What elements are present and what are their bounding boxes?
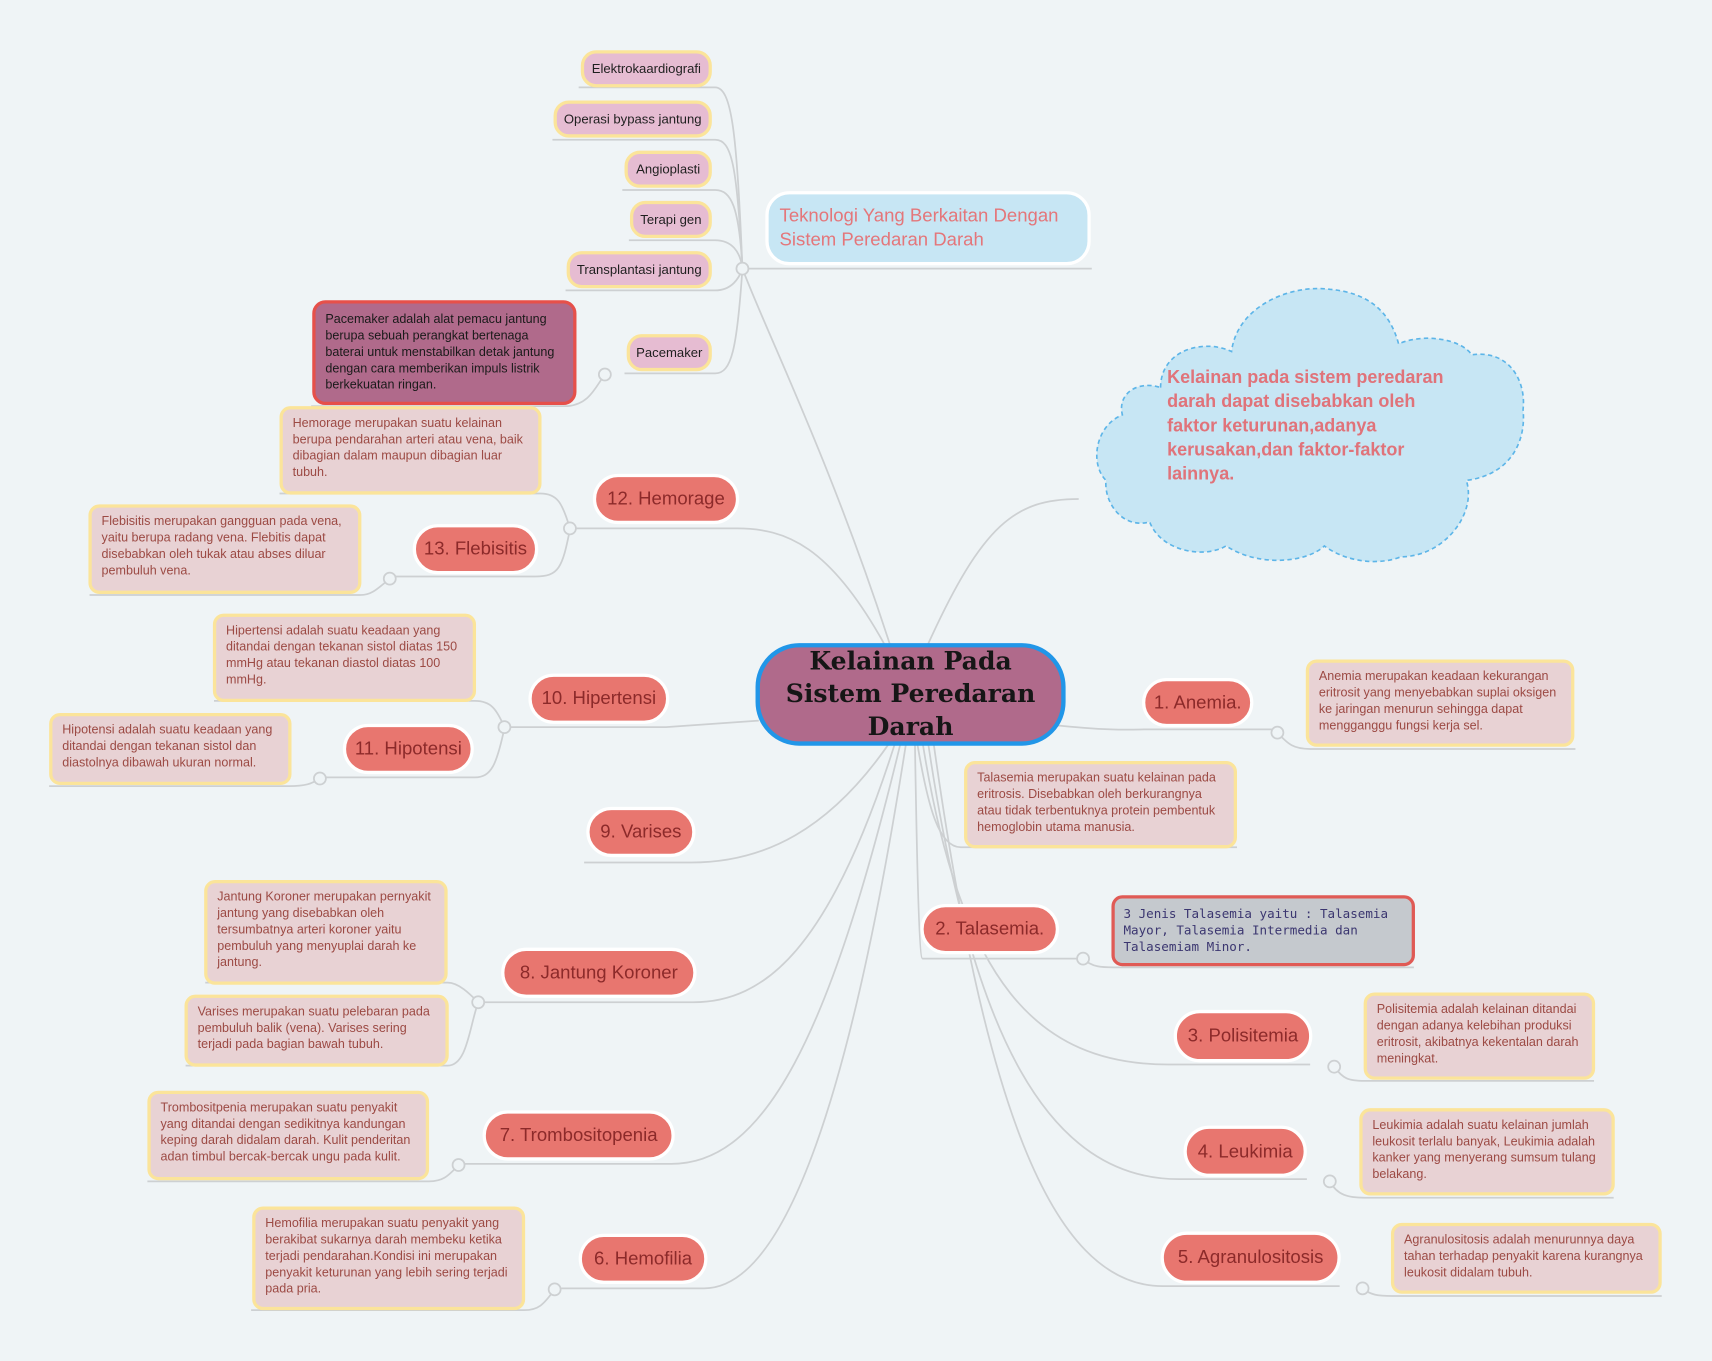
topic-flebisitis[interactable]: 13. Flebisitis (412, 524, 539, 575)
hipertensi-connector-dot (497, 720, 512, 735)
note-leukimia[interactable]: Leukimia adalah suatu kelainan jumlah le… (1359, 1108, 1615, 1196)
topic-polisitemia[interactable]: 3. Polisitemia (1173, 1009, 1313, 1063)
topic-anemia[interactable]: 1. Anemia. (1142, 678, 1254, 728)
polisitemia-connector-dot (1327, 1059, 1342, 1074)
tech-item-terapi-gen[interactable]: Terapi gen (629, 200, 712, 239)
topic-agranulositosis[interactable]: 5. Agranulositosis (1160, 1231, 1341, 1284)
pacemaker-note[interactable]: Pacemaker adalah alat pemacu jantung ber… (312, 300, 577, 406)
note-jantung-koroner[interactable]: Jantung Koroner merupakan pernyakit jant… (204, 879, 448, 985)
tech-item-elektrokardiografi[interactable]: Elektrokaardiografi (580, 50, 712, 88)
note-hemorage[interactable]: Hemorage merupakan suatu kelainan berupa… (279, 406, 542, 495)
talasemia-connector-dot (1076, 951, 1090, 966)
topic-talasemia[interactable]: 2. Talasemia. (920, 904, 1060, 955)
topic-hemofilia[interactable]: 6. Hemofilia (578, 1233, 708, 1284)
topic-hemorage[interactable]: 12. Hemorage (592, 473, 740, 525)
tech-item-transplantasi[interactable]: Transplantasi jantung (566, 251, 712, 289)
flebisitis-connector-dot (382, 571, 397, 586)
note-talasemia-definition[interactable]: Talasemia merupakan suatu kelainan pada … (964, 760, 1238, 849)
note-trombositopenia[interactable]: Trombositpenia merupakan suatu penyakit … (147, 1090, 430, 1181)
topic-hipertensi[interactable]: 10. Hipertensi (528, 673, 670, 724)
tech-item-bypass[interactable]: Operasi bypass jantung (553, 100, 712, 138)
note-polisitemia[interactable]: Polisitemia adalah kelainan ditandai den… (1363, 992, 1596, 1080)
topic-varises[interactable]: 9. Varises (586, 806, 696, 858)
tech-item-pacemaker[interactable]: Pacemaker (626, 334, 712, 372)
note-anemia[interactable]: Anemia merupakan keadaan kekurangan erit… (1305, 659, 1575, 747)
central-topic[interactable]: Kelainan Pada Sistem Peredaran Darah (755, 643, 1066, 746)
note-talasemia-types[interactable]: 3 Jenis Talasemia yaitu : Talasemia Mayo… (1111, 895, 1415, 967)
technology-topic[interactable]: Teknologi Yang Berkaitan Dengan Sistem P… (765, 191, 1091, 266)
tech-item-angioplasti[interactable]: Angioplasti (624, 150, 712, 188)
note-hipertensi[interactable]: Hipertensi adalah suatu keadaan yang dit… (212, 613, 477, 703)
leukimia-connector-dot (1322, 1174, 1337, 1189)
note-hemofilia[interactable]: Hemofilia merupakan suatu penyakit yang … (252, 1206, 526, 1311)
note-flebisitis[interactable]: Flebisitis merupakan gangguan pada vena,… (88, 504, 362, 594)
trombositopenia-connector-dot (451, 1158, 466, 1172)
topic-trombositopenia[interactable]: 7. Trombositopenia (482, 1110, 675, 1161)
hemorage-connector-dot (563, 521, 577, 536)
pacemaker-connector-dot (597, 367, 612, 382)
note-varises[interactable]: Varises merupakan suatu pelebaran pada p… (184, 994, 449, 1067)
hemofilia-connector-dot (547, 1282, 562, 1297)
agranulositosis-connector-dot (1355, 1281, 1370, 1296)
topic-jantung-koroner[interactable]: 8. Jantung Koroner (501, 947, 697, 998)
topic-leukimia[interactable]: 4. Leukimia (1183, 1125, 1307, 1177)
anemia-connector-dot (1270, 725, 1285, 740)
cloud-shape (1096, 287, 1525, 563)
jantung-koroner-connector-dot (471, 995, 486, 1010)
hipotensi-connector-dot (313, 771, 327, 786)
note-hipotensi[interactable]: Hipotensi adalah suatu keadaan yang dita… (49, 712, 292, 786)
note-agranulositosis[interactable]: Agranulositosis adalah menurunnya daya t… (1390, 1222, 1662, 1294)
cloud-note: Kelainan pada sistem peredaran darah dap… (1167, 367, 1444, 484)
tech-connector-dot (735, 261, 750, 276)
topic-hipotensi[interactable]: 11. Hipotensi (342, 723, 474, 775)
